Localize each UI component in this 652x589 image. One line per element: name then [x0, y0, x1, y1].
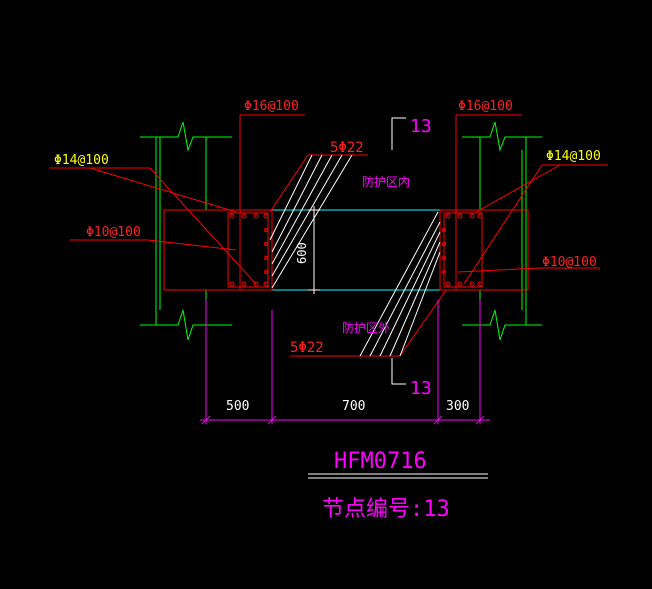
title-underline — [308, 473, 488, 479]
diagonal-rebar-top — [269, 154, 353, 289]
label-left-tie: Φ10@100 — [86, 225, 141, 240]
column-frame-right — [439, 114, 529, 291]
label-height-dim: 600 — [295, 242, 309, 264]
node-caption: 节点编号:13 — [322, 497, 450, 522]
rebar-dots — [229, 213, 483, 287]
wall-outline-left — [140, 121, 240, 341]
dimension-700: 700 — [342, 399, 365, 414]
label-bottom-node-ref: 13 — [410, 378, 432, 399]
label-top-bars: 5Φ22 — [330, 140, 364, 156]
node-ref-bracket-bottom — [391, 358, 406, 385]
height-dimension — [308, 206, 320, 294]
label-bottom-bars: 5Φ22 — [290, 340, 324, 356]
label-top-node-ref: 13 — [410, 116, 432, 137]
leader-lines — [50, 154, 608, 357]
label-outside-zone: 防护区外 — [342, 320, 390, 335]
label-top-left-rebar: Φ16@100 — [244, 99, 299, 114]
label-top-right-rebar: Φ16@100 — [458, 99, 513, 114]
node-ref-bracket-top — [391, 117, 406, 150]
label-right-tie: Φ10@100 — [542, 255, 597, 270]
dimension-500: 500 — [226, 399, 249, 414]
diagonal-rebar-bottom — [359, 211, 441, 357]
column-frame-left — [163, 114, 305, 291]
label-right-stirrup: Φ14@100 — [546, 149, 601, 164]
horizontal-dimension-line — [200, 300, 490, 425]
label-inside-zone: 防护区内 — [362, 174, 410, 189]
label-left-stirrup: Φ14@100 — [54, 153, 109, 168]
dimension-300: 300 — [446, 399, 469, 414]
drawing-title: HFM0716 — [334, 449, 427, 474]
